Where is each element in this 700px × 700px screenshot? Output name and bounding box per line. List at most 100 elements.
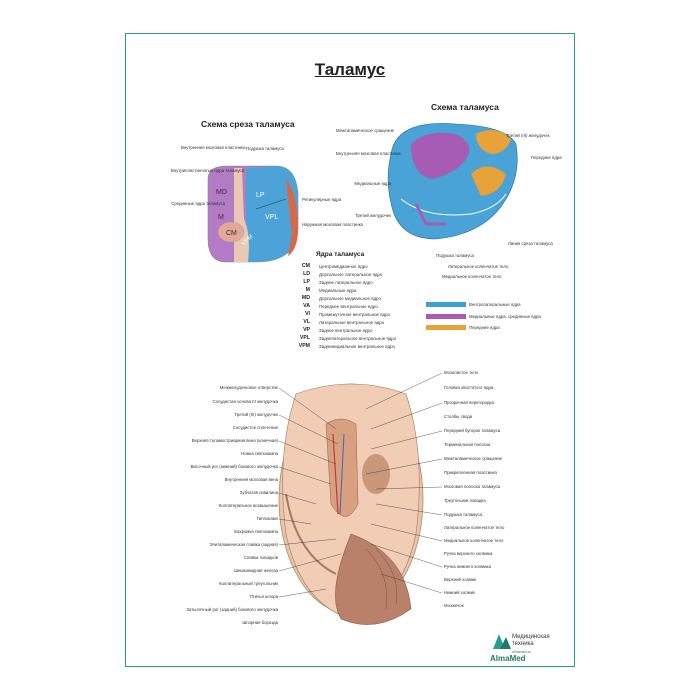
brain-label-left: Эпиталамическая спайка (задняя) bbox=[209, 542, 278, 547]
region-lp: LP bbox=[256, 192, 265, 199]
legend-label: Медиальные ядра, срединные ядра bbox=[469, 314, 541, 319]
brain-label-left: Шишковидная железа bbox=[234, 568, 278, 573]
scheme-label-mgb: Медиальное коленчатое тело bbox=[442, 274, 502, 279]
brain-label-left: Ножка гиппокампа bbox=[241, 451, 278, 456]
nucleus-desc: Заднелатеральное вентральное ядро bbox=[319, 336, 397, 341]
nucleus-desc: Дорсальное медиальное ядро bbox=[319, 296, 381, 301]
nucleus-desc: Заднее латеральное ядро bbox=[319, 280, 373, 285]
scheme-label-adhesion: Межталамическое сращение bbox=[336, 128, 395, 133]
brain-label-left: Верхняя таламостриарная вена (конечная) bbox=[191, 438, 278, 443]
scheme-label-third-ventricle-iii: Третий (III) желудочек bbox=[506, 133, 550, 138]
slice-label-outer-lamina: Наружная мозговая пластинка bbox=[302, 222, 363, 227]
nucleus-desc: Латеральное вентральное ядро bbox=[319, 320, 385, 325]
brain-label-right: Прозрачная перегородка bbox=[444, 400, 494, 405]
brain-label-right: Мозолистое тело bbox=[444, 370, 479, 375]
brain-label-right: Межталамическое сращение bbox=[444, 456, 503, 461]
brain-label-left: Третий (III) желудочек bbox=[234, 412, 278, 417]
leader-lines bbox=[278, 372, 443, 598]
brain-label-left: Коллатеральный треугольник bbox=[218, 581, 278, 586]
brain-label-right: Латеральное коленчатое тело bbox=[444, 525, 505, 530]
region-vpl: VPL bbox=[265, 214, 278, 221]
region-m: M bbox=[218, 214, 224, 221]
slice-label-intralaminar: Внутрипластинчатые ядра таламуса bbox=[171, 168, 245, 173]
nucleus-abbr: LP bbox=[303, 279, 310, 285]
brain-label-right: Ручка нижнего холмика bbox=[444, 564, 491, 569]
brain-label-right: Ручка верхнего холмика bbox=[444, 551, 493, 556]
brain-label-left: Спайка поводков bbox=[243, 555, 278, 560]
nuclei-title: Ядра таламуса bbox=[316, 251, 365, 258]
brain-label-right: Нижний холмик bbox=[444, 590, 475, 595]
scheme-label-pulvinar: Подушка таламуса bbox=[436, 253, 474, 258]
scheme-label-medial: Медиальные ядра bbox=[354, 181, 391, 186]
brain-label-left: Сосудистое сплетение bbox=[232, 425, 278, 430]
nucleus-desc: Переднее вентральное ядро bbox=[319, 304, 378, 309]
brain-label-left: Коллатеральное возвышение bbox=[218, 503, 278, 508]
nucleus-abbr: VA bbox=[303, 303, 310, 309]
scheme-label-inner-lamina: Внутренняя мозговая пластинка bbox=[336, 151, 401, 156]
brain-label-right: Треугольник поводка bbox=[444, 498, 486, 503]
brain-label-left: Бахромка гиппокампа bbox=[234, 529, 278, 534]
slice-label-inner-lamina: Внутренняя мозговая пластинка bbox=[181, 145, 246, 150]
nucleus-desc: Заднемедиальное вентральное ядро bbox=[319, 344, 395, 349]
brain-label-right: Мозговая полоска таламуса bbox=[444, 484, 501, 489]
brain-label-left: Птичья шпора bbox=[249, 594, 278, 599]
brain-label-left: Гиппокамп bbox=[256, 516, 278, 521]
brain-label-right: Передний бугорок таламуса bbox=[444, 428, 501, 433]
nucleus-abbr: VPL bbox=[299, 335, 310, 341]
nucleus-abbr: VP bbox=[303, 327, 310, 333]
nucleus-desc: Промежуточное вентральное ядро bbox=[319, 312, 391, 317]
logo-url: almamed.su bbox=[512, 650, 532, 654]
brain-label-left: Внутренняя мозговая вена bbox=[224, 477, 278, 482]
scheme-label-third-ventricle: Третий желудочек bbox=[355, 213, 391, 218]
brain-label-right: Столбы свода bbox=[444, 414, 473, 419]
region-cm: CM bbox=[226, 230, 237, 237]
legend-label: Вентролатеральные ядра bbox=[469, 302, 521, 307]
scheme-title: Схема таламуса bbox=[431, 102, 499, 112]
poster: Таламус Схема среза таламуса MD LP M VPL… bbox=[125, 33, 575, 667]
legend-swatch bbox=[426, 314, 466, 319]
nucleus-abbr: LD bbox=[303, 271, 310, 277]
nucleus-desc: Дорсальное латеральное ядро bbox=[319, 272, 383, 277]
brain-label-left: Сосудистая основа III желудочка bbox=[212, 399, 278, 404]
poster-title: Таламус bbox=[314, 60, 386, 79]
nucleus-abbr: VI bbox=[305, 311, 310, 317]
slice-title: Схема среза таламуса bbox=[201, 119, 295, 129]
nucleus-abbr: VPM bbox=[298, 343, 310, 349]
nucleus-desc: Медиальные ядра bbox=[319, 288, 357, 293]
nucleus-abbr: MD bbox=[301, 295, 310, 301]
logo-line1: Медицинская bbox=[512, 634, 550, 640]
slice-diagram: MD LP M VPL CM VPM bbox=[207, 165, 299, 263]
legend-swatch bbox=[426, 325, 466, 330]
scheme-label-lgb: Латеральное коленчатое тело bbox=[448, 264, 509, 269]
thalamus-3d-diagram bbox=[387, 123, 518, 240]
slice-label-pulvinar: Подушка таламуса bbox=[246, 146, 284, 151]
legend-label: Передние ядра bbox=[469, 325, 500, 330]
logo-line2: техника bbox=[512, 641, 534, 647]
brain-label-left: Затылочный рог (задний) бокового желудоч… bbox=[186, 607, 278, 612]
brain-label-right: Прикрепленная пластинка bbox=[444, 470, 497, 475]
brain-label-right: Подушка таламуса bbox=[444, 512, 482, 517]
nucleus-abbr: CM bbox=[301, 263, 310, 269]
brain-label-right: Головка хвостатого ядра bbox=[444, 385, 494, 390]
scheme-label-anterior: Передние ядра bbox=[531, 155, 562, 160]
brain-label-left: Височный рог (нижний) бокового желудочка bbox=[190, 464, 278, 469]
slice-label-reticular: Ретикулярные ядра bbox=[302, 197, 342, 202]
nucleus-abbr: VL bbox=[303, 319, 310, 325]
region-md: MD bbox=[216, 189, 227, 196]
brain-label-right: Медиальное коленчатое тело bbox=[444, 538, 504, 543]
nucleus-abbr: M bbox=[305, 287, 310, 293]
brain-label-left: Шпорная борозда bbox=[242, 620, 278, 625]
brain-label-right: Терминальная полоска bbox=[444, 442, 491, 447]
logo-name: AlmaMed bbox=[490, 654, 526, 663]
nucleus-desc: Заднее вентральное ядро bbox=[319, 328, 373, 333]
brain-label-left: Межжелудочковое отверстие bbox=[219, 385, 278, 390]
slice-label-midline: Срединные ядра таламуса bbox=[171, 201, 225, 206]
brain-label-right: Верхний холмик bbox=[444, 577, 477, 582]
brain-illustration bbox=[278, 383, 424, 625]
nucleus-desc: Центромедианное ядро bbox=[319, 264, 368, 269]
legend-swatch bbox=[426, 302, 466, 307]
scheme-label-cut-line: Линия среза таламуса bbox=[508, 241, 553, 246]
brain-label-left: Зубчатая извилина bbox=[239, 490, 278, 495]
brain-label-right: Мозжечок bbox=[444, 603, 464, 608]
almamed-logo-icon bbox=[493, 634, 511, 649]
